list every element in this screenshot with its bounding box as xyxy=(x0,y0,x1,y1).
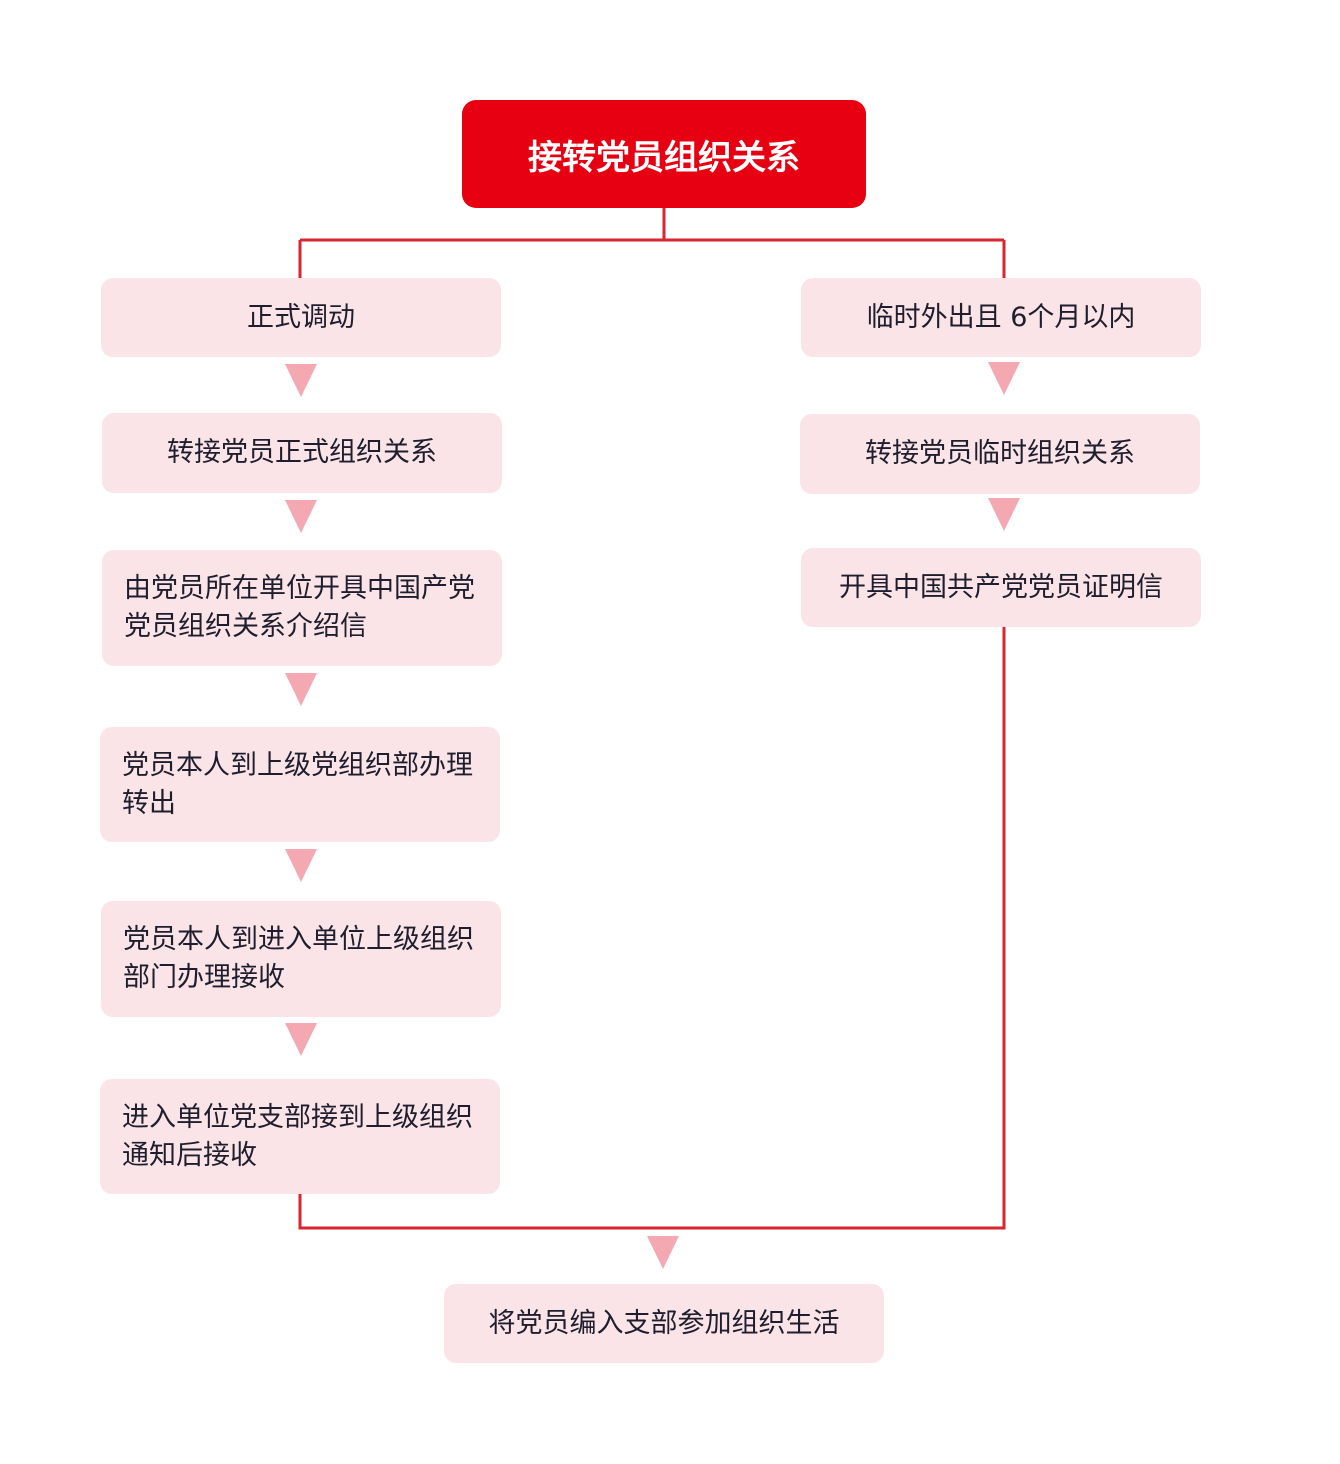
arrow-down-icon xyxy=(285,673,317,706)
step-label: 进入单位党支部接到上级组织通知后接收 xyxy=(122,1101,473,1171)
left-step-4: 党员本人到上级党组织部办理转出 xyxy=(100,727,500,842)
arrow-down-icon xyxy=(988,362,1020,395)
left-step-2: 转接党员正式组织关系 xyxy=(102,413,502,493)
step-label: 转接党员正式组织关系 xyxy=(167,437,437,468)
step-label: 党员本人到进入单位上级组织部门办理接收 xyxy=(123,924,474,993)
arrow-down-icon xyxy=(988,498,1020,531)
arrow-down-icon xyxy=(285,849,317,882)
left-step-3: 由党员所在单位开具中国产党党员组织关系介绍信 xyxy=(102,550,502,666)
branch-connector xyxy=(298,206,1006,278)
left-step-1: 正式调动 xyxy=(101,278,501,357)
step-label: 将党员编入支部参加组织生活 xyxy=(488,1307,840,1339)
final-step: 将党员编入支部参加组织生活 xyxy=(444,1284,884,1363)
step-label: 临时外出且 6个月以内 xyxy=(866,301,1136,333)
step-label: 党员本人到上级党组织部办理转出 xyxy=(122,749,473,819)
merge-connector xyxy=(298,627,1006,1230)
right-step-1: 临时外出且 6个月以内 xyxy=(801,278,1201,357)
arrow-down-icon xyxy=(647,1236,679,1269)
right-step-3: 开具中国共产党党员证明信 xyxy=(801,548,1201,627)
left-step-5: 党员本人到进入单位上级组织部门办理接收 xyxy=(101,901,501,1017)
step-label: 正式调动 xyxy=(247,301,355,333)
step-label: 由党员所在单位开具中国产党党员组织关系介绍信 xyxy=(124,573,475,642)
step-label: 开具中国共产党党员证明信 xyxy=(839,571,1163,603)
right-step-2: 转接党员临时组织关系 xyxy=(800,414,1200,494)
diagram-title: 接转党员组织关系 xyxy=(462,100,866,208)
arrow-down-icon xyxy=(285,364,317,397)
arrow-down-icon xyxy=(285,500,317,533)
diagram-title-text: 接转党员组织关系 xyxy=(528,137,800,178)
step-label: 转接党员临时组织关系 xyxy=(865,438,1135,469)
arrow-down-icon xyxy=(285,1023,317,1056)
left-step-6: 进入单位党支部接到上级组织通知后接收 xyxy=(100,1079,500,1194)
